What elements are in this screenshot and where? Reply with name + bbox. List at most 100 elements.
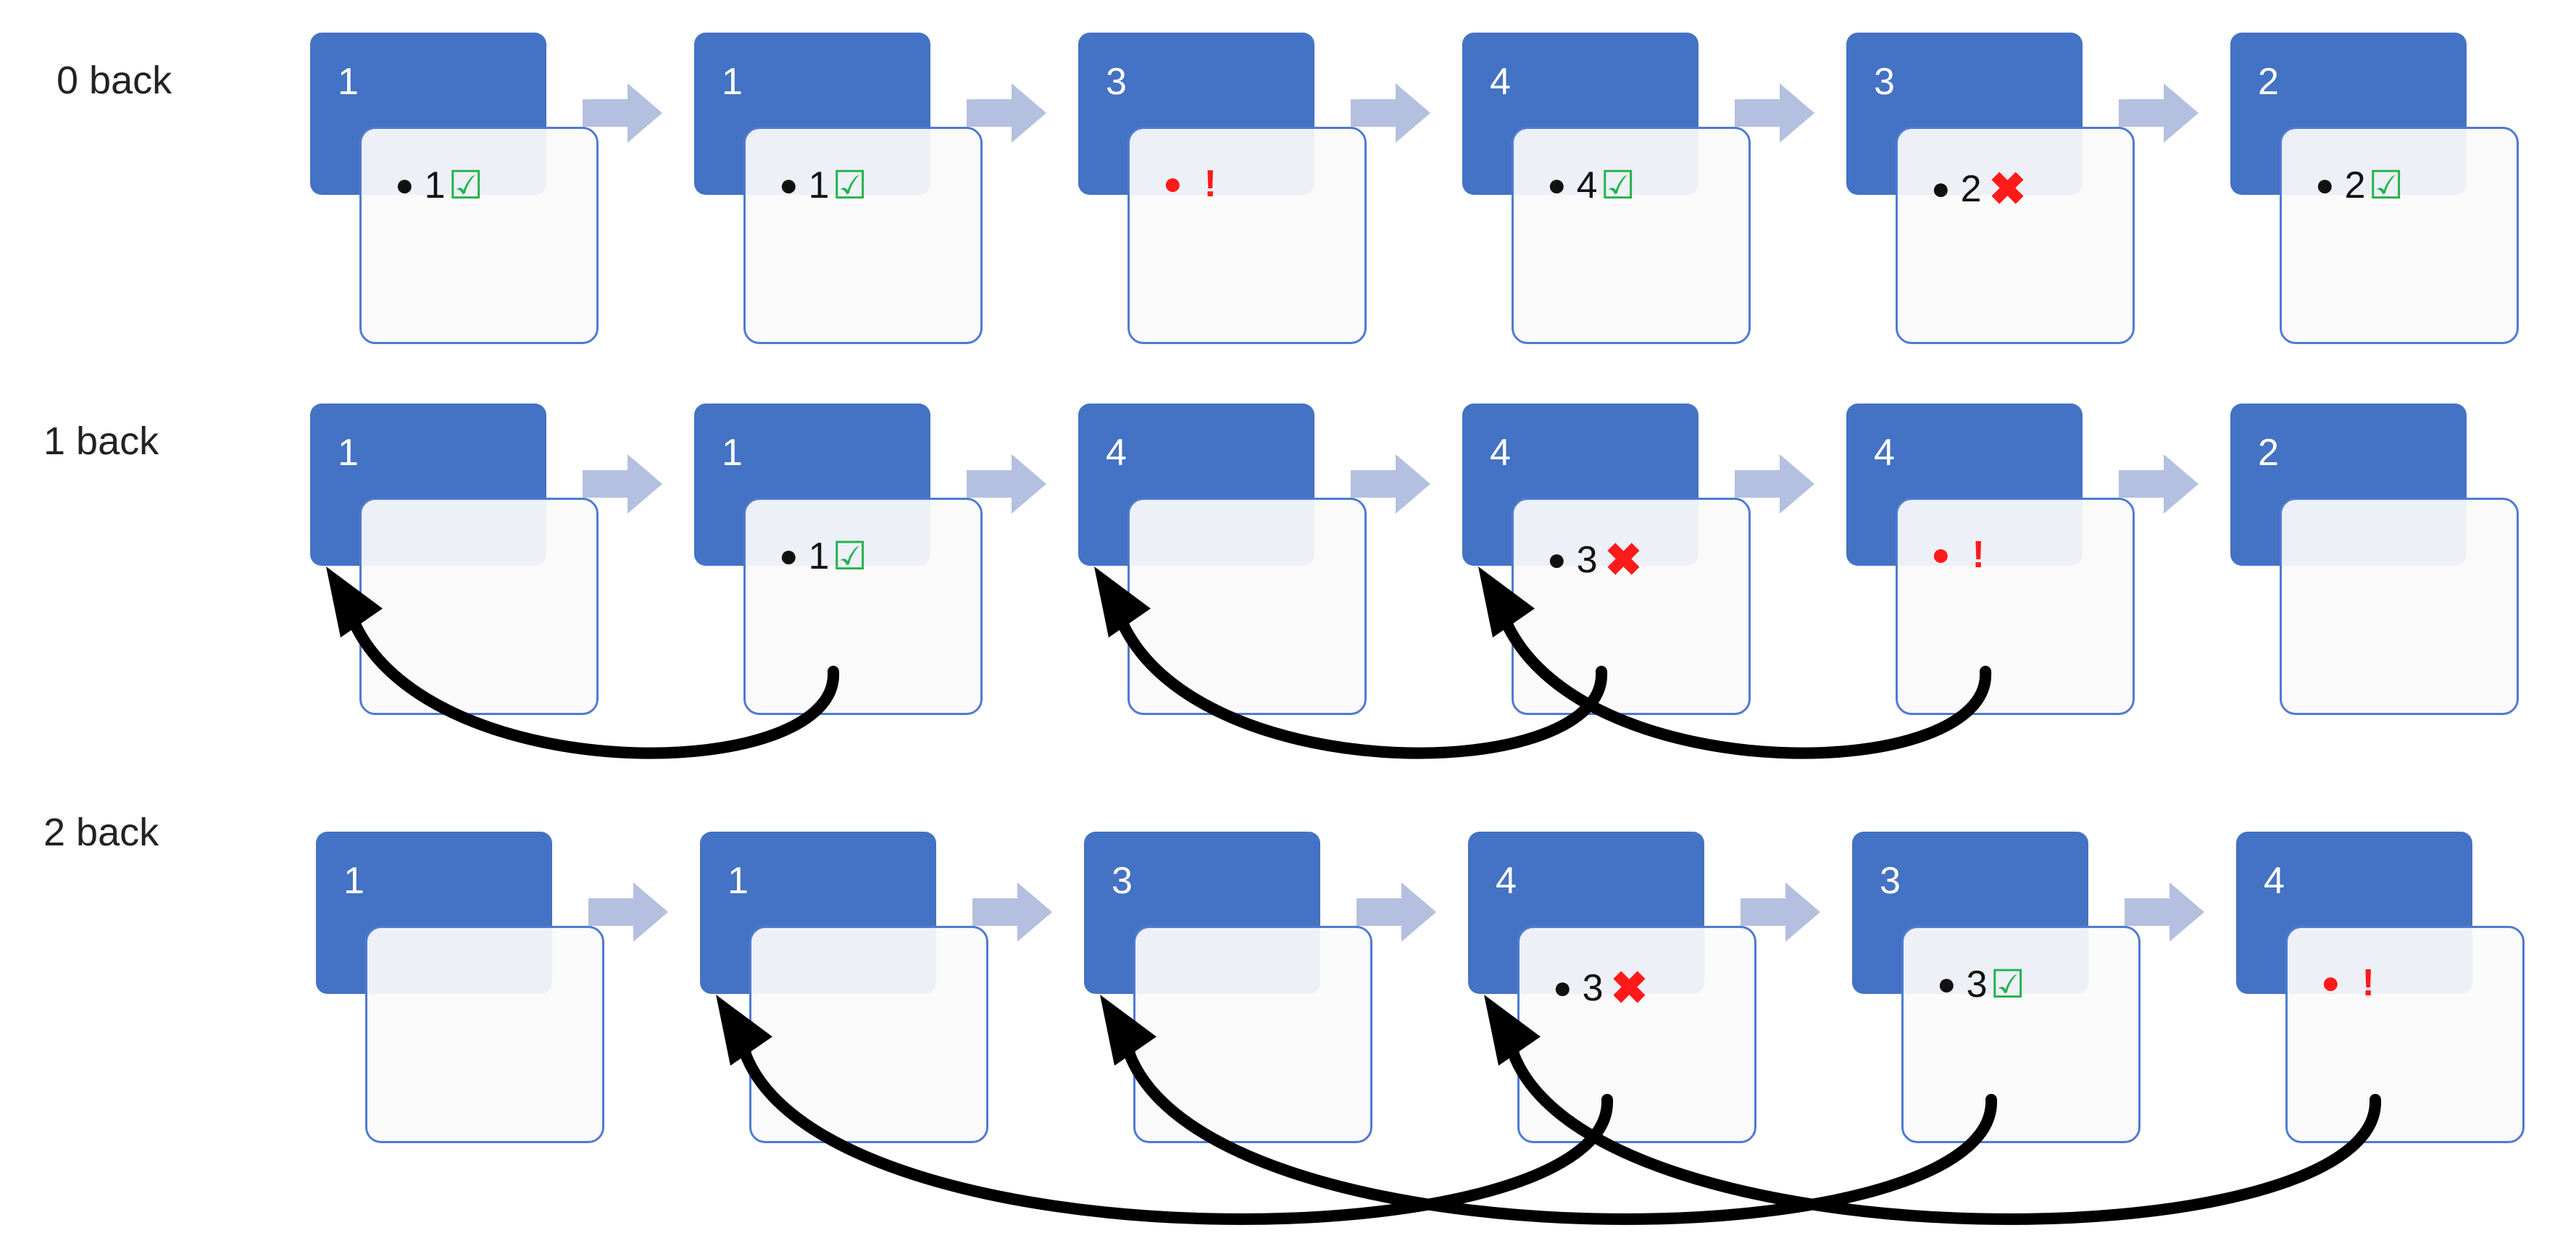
response-card: ●1☑ xyxy=(743,498,983,715)
step-card: 1 xyxy=(700,832,990,1165)
link-arrowhead-icon xyxy=(1484,995,1541,1066)
response-card: ●1☑ xyxy=(743,127,983,344)
response-card: ● 3☑ xyxy=(1901,926,2141,1143)
response-value: 2 xyxy=(1960,167,1982,210)
response-line: ● 1☑ xyxy=(395,162,483,208)
checkbox-check-icon: ☑ xyxy=(832,535,867,578)
right-arrow-icon xyxy=(583,454,662,514)
bullet-icon: ● xyxy=(779,538,799,574)
right-arrow-icon xyxy=(1735,454,1814,514)
right-arrow-icon xyxy=(967,83,1046,143)
step-card: 4●4☑ xyxy=(1462,33,1752,366)
link-arrowhead-icon xyxy=(326,567,383,638)
step-card: 3 xyxy=(1084,832,1374,1165)
bullet-icon: ● xyxy=(1931,537,1951,572)
stimulus-number: 3 xyxy=(1880,860,1901,902)
bullet-icon: ● xyxy=(1547,541,1567,577)
step-card: 1 xyxy=(316,832,606,1165)
stimulus-number: 1 xyxy=(338,432,359,474)
response-line: ●! xyxy=(2321,961,2375,1005)
step-card: 4 ●! xyxy=(1846,404,2136,737)
response-line: ●1☑ xyxy=(779,533,867,579)
response-card: ●! xyxy=(1127,127,1367,344)
stimulus-number: 1 xyxy=(722,432,743,474)
bullet-icon: ● xyxy=(1937,966,1956,1002)
step-card: 3●2✖ xyxy=(1846,33,2136,366)
link-arrow-2-1 xyxy=(1123,1047,1998,1225)
response-value: 4 xyxy=(1576,164,1598,206)
exclamation-icon: ! xyxy=(1204,163,1217,205)
response-value: 1 xyxy=(808,164,830,206)
exclamation-icon: ! xyxy=(1972,534,1985,576)
link-arrow-1-0 xyxy=(349,619,840,759)
response-card xyxy=(365,926,604,1143)
link-arrow-2-0 xyxy=(739,1047,1614,1225)
step-card: 3●! xyxy=(1078,33,1368,366)
response-line: ●2☑ xyxy=(2315,162,2404,208)
link-arrow-2-2 xyxy=(1507,1047,2382,1225)
stimulus-number: 4 xyxy=(1490,432,1511,474)
bullet-icon: ● xyxy=(1931,170,1951,206)
response-card: ●2☑ xyxy=(2280,127,2519,344)
link-arrowhead-icon xyxy=(1094,567,1151,638)
stimulus-number: 4 xyxy=(1106,432,1127,474)
response-card: ●3✖ xyxy=(1512,498,1751,715)
link-arrow-1-2 xyxy=(1501,619,1992,759)
step-card: 3●3☑ xyxy=(1852,832,2142,1165)
response-value: 1 xyxy=(808,535,830,577)
bullet-icon: ● xyxy=(1163,166,1183,201)
bullet-icon: ● xyxy=(2315,167,2335,203)
right-arrow-icon xyxy=(583,83,662,143)
red-x-icon: ✖ xyxy=(1610,964,1648,1013)
response-line: ●1☑ xyxy=(779,162,867,208)
red-x-icon: ✖ xyxy=(1604,535,1643,585)
stimulus-number: 4 xyxy=(1874,432,1895,474)
stimulus-number: 4 xyxy=(2264,860,2285,902)
stimulus-number: 1 xyxy=(343,860,364,902)
stimulus-number: 2 xyxy=(2258,61,2279,103)
right-arrow-icon xyxy=(2119,83,2198,143)
bullet-icon: ● xyxy=(395,167,414,203)
bullet-icon: ● xyxy=(1547,167,1567,203)
red-x-icon: ✖ xyxy=(1988,164,2027,214)
link-arrowhead-icon xyxy=(716,995,772,1066)
right-arrow-icon xyxy=(972,882,1052,942)
row-label-1: 1 back xyxy=(43,419,159,463)
step-card: 1●1☑ xyxy=(310,33,600,366)
response-line: ● 3☑ xyxy=(1937,961,2025,1007)
response-value: 3 xyxy=(1576,538,1598,581)
link-arrowhead-icon xyxy=(1478,567,1535,638)
checkbox-check-icon: ☑ xyxy=(1990,963,2025,1006)
step-card: 4 ●3✖ xyxy=(1462,404,1752,737)
stimulus-number: 1 xyxy=(722,61,743,103)
right-arrow-icon xyxy=(1735,83,1814,143)
link-arrowhead-icon xyxy=(1100,995,1156,1066)
bullet-icon: ● xyxy=(1553,969,1572,1006)
link-arrow-1-1 xyxy=(1117,619,1608,759)
step-card: 2●2☑ xyxy=(2230,33,2520,366)
right-arrow-icon xyxy=(2119,454,2198,514)
response-card: ●! xyxy=(1896,498,2135,715)
checkbox-check-icon: ☑ xyxy=(448,164,483,207)
response-line: ●4☑ xyxy=(1547,162,1635,208)
response-card xyxy=(2280,498,2519,715)
response-value: 3 xyxy=(1966,963,1988,1006)
response-line: ●! xyxy=(1931,533,1985,577)
step-card: 4 ●! xyxy=(2236,832,2526,1165)
bullet-icon: ● xyxy=(779,167,799,203)
right-arrow-icon xyxy=(1351,83,1430,143)
right-arrow-icon xyxy=(588,882,668,942)
step-card: 2 xyxy=(2230,404,2520,737)
response-value: 2 xyxy=(2344,164,2366,206)
response-line: ●3✖ xyxy=(1547,533,1642,586)
response-line: ●2✖ xyxy=(1931,162,2026,215)
stimulus-number: 1 xyxy=(338,61,359,103)
response-card: ●2✖ xyxy=(1896,127,2135,344)
step-card: 4 xyxy=(1078,404,1368,737)
response-card: ● 1☑ xyxy=(359,127,599,344)
row-label-2: 2 back xyxy=(43,811,159,854)
right-arrow-icon xyxy=(1356,882,1436,942)
response-value: 1 xyxy=(424,164,446,206)
right-arrow-icon xyxy=(967,454,1046,514)
